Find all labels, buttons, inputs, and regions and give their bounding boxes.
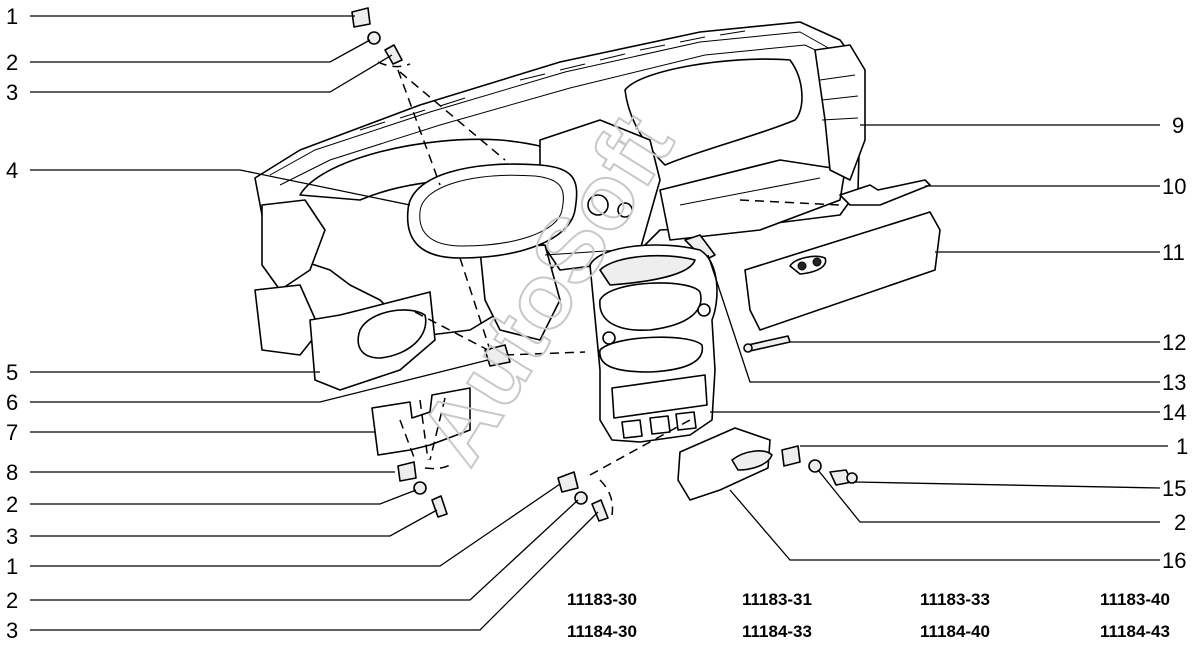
clip-part-1-mid	[557, 471, 579, 493]
assembly-dashed-lines	[377, 61, 841, 516]
callouts-left: 1 2 3 4 5 6 7 8 2 3 1 2 3	[6, 4, 18, 643]
model-code: 11184-40	[920, 622, 990, 641]
model-code: 11184-43	[1100, 622, 1170, 641]
callout-1: 1	[1176, 434, 1188, 459]
model-code: 11183-31	[742, 590, 812, 609]
screw-part-3	[384, 44, 609, 522]
clip-part-1-right	[781, 445, 801, 467]
model-codes-table: 11183-30 11183-31 11183-33 11183-40 1118…	[567, 590, 1170, 641]
callout-7: 7	[6, 420, 18, 445]
left-lower-trim	[309, 291, 436, 391]
callout-2: 2	[6, 588, 18, 613]
clip-part-6	[484, 344, 511, 367]
callout-9: 9	[1172, 113, 1184, 138]
model-code: 11184-30	[567, 622, 637, 641]
model-code: 11184-33	[742, 622, 812, 641]
callout-12: 12	[1162, 330, 1186, 355]
callout-6: 6	[6, 390, 18, 415]
callout-15: 15	[1162, 476, 1186, 501]
callout-4: 4	[6, 158, 18, 183]
callout-5: 5	[6, 360, 18, 385]
center-console-part-14	[589, 244, 718, 443]
callout-14: 14	[1162, 400, 1186, 425]
callout-1: 1	[6, 554, 18, 579]
callout-11: 11	[1162, 240, 1185, 265]
clip-part-8	[397, 461, 417, 482]
cover-plate-part-7	[371, 387, 471, 456]
callout-2: 2	[1174, 510, 1186, 535]
model-code: 11183-40	[1100, 590, 1170, 609]
clip-part-1-top	[351, 7, 371, 28]
callout-8: 8	[6, 460, 18, 485]
callout-10: 10	[1162, 174, 1186, 199]
nut-part-2	[367, 31, 822, 505]
instrument-cluster-bezel	[406, 163, 578, 259]
callout-2: 2	[6, 50, 18, 75]
storage-bin-part-16	[677, 427, 773, 501]
leader-lines	[30, 15, 1168, 631]
callout-1: 1	[6, 4, 18, 29]
glovebox-lid-part-11	[744, 211, 941, 331]
callout-16: 16	[1162, 548, 1186, 573]
callout-3: 3	[6, 524, 18, 549]
pin-part-12	[743, 335, 791, 353]
trim-part-10	[839, 179, 931, 206]
model-code: 11183-33	[920, 590, 990, 609]
callout-3: 3	[6, 618, 18, 643]
screw-part-15	[829, 469, 858, 486]
callout-3: 3	[6, 80, 18, 105]
callout-13: 13	[1162, 370, 1186, 395]
model-code: 11183-30	[567, 590, 637, 609]
callout-2: 2	[6, 492, 18, 517]
callouts-right: 9 10 11 12 13 14 1 15 2 16	[1162, 113, 1188, 573]
